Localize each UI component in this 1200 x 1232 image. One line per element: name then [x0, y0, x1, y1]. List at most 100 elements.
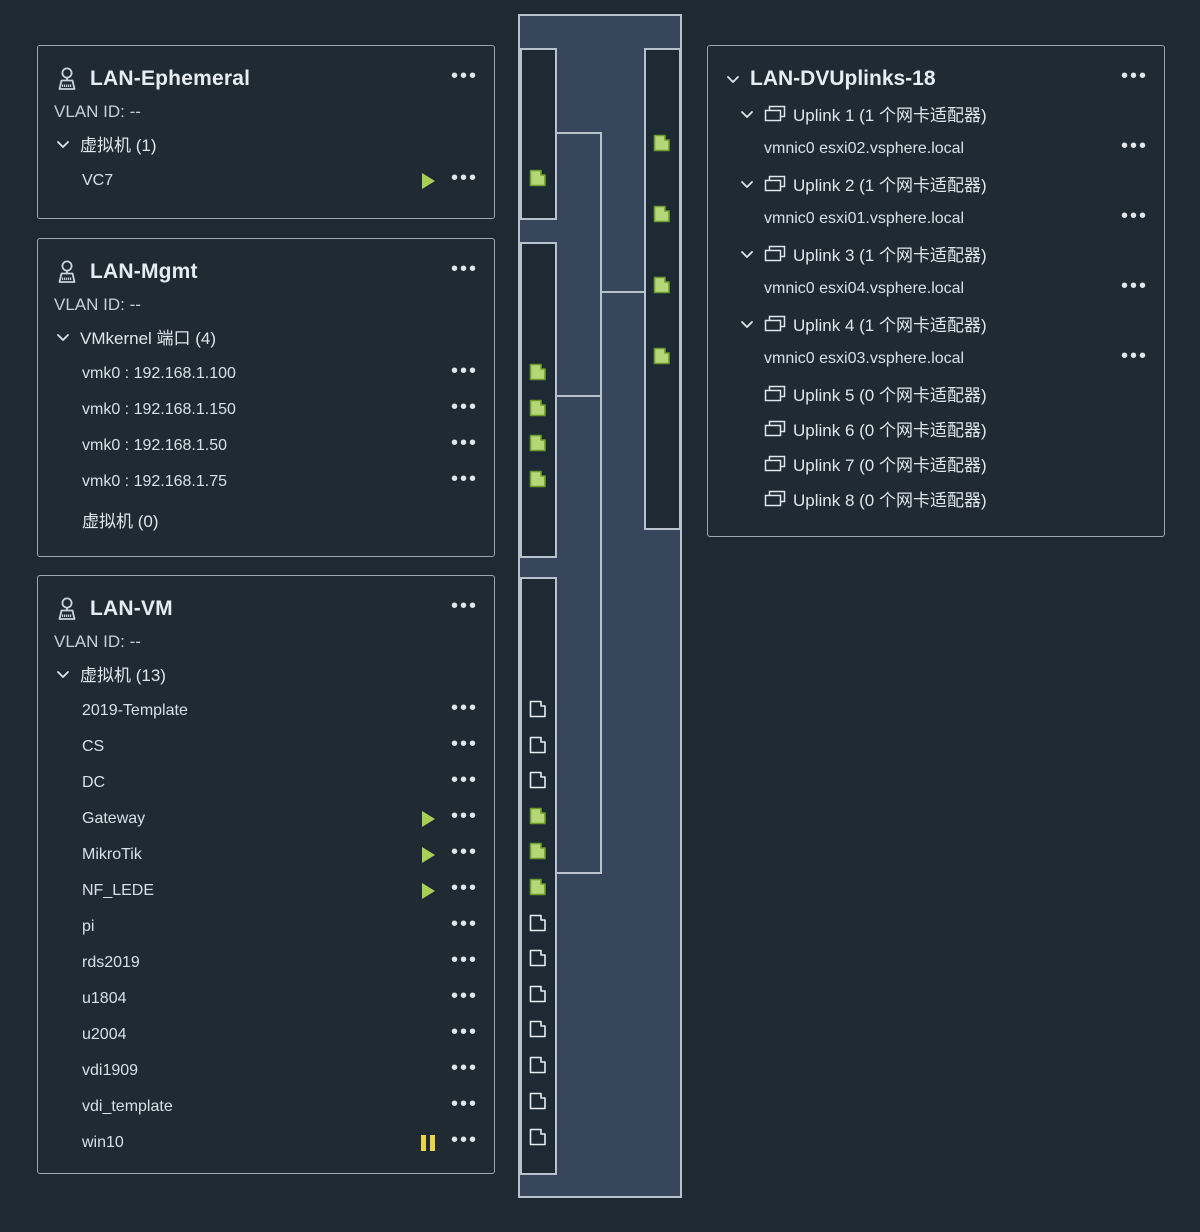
list-item-menu-button[interactable]: ••• — [450, 360, 478, 382]
list-item-menu-button[interactable]: ••• — [450, 841, 478, 863]
play-icon — [421, 173, 435, 189]
list-item[interactable]: u2004••• — [38, 1017, 494, 1053]
uplink-row[interactable]: Uplink 8 (0 个网卡适配器) — [708, 481, 1164, 516]
uplink-row[interactable]: Uplink 1 (1 个网卡适配器) — [708, 96, 1164, 131]
vmnic-row[interactable]: vmnic0 esxi02.vsphere.local ••• — [708, 131, 1164, 166]
list-item[interactable]: NF_LEDE ••• — [38, 873, 494, 909]
list-item[interactable]: vdi_template••• — [38, 1089, 494, 1125]
vmnic-row[interactable]: vmnic0 esxi04.vsphere.local••• — [708, 271, 1164, 306]
uplink-label: Uplink 4 (1 个网卡适配器) — [793, 316, 987, 335]
list-item[interactable]: vmk0 : 192.168.1.100••• — [38, 356, 494, 392]
port-group-menu-button[interactable]: ••• — [450, 595, 478, 617]
vmnic-label: vmnic0 esxi02.vsphere.local — [764, 139, 965, 157]
list-item-menu-button[interactable]: ••• — [450, 769, 478, 791]
switch-port-connected-icon — [529, 878, 547, 896]
list-item-menu-button[interactable]: ••• — [450, 877, 478, 899]
section-header[interactable]: VMkernel 端口 (4) — [38, 317, 494, 356]
chevron-down-icon[interactable] — [54, 135, 72, 153]
list-item-menu-button[interactable]: ••• — [450, 432, 478, 454]
vmnic-menu-button[interactable]: ••• — [1120, 134, 1148, 157]
list-item-menu-button[interactable]: ••• — [450, 697, 478, 719]
section-label: 虚拟机 (13) — [80, 666, 166, 685]
list-item-menu-button[interactable]: ••• — [450, 805, 478, 827]
list-item-menu-button[interactable]: ••• — [450, 167, 478, 189]
switch-port-empty-icon — [529, 1056, 547, 1074]
list-item-state: ••• — [449, 1092, 480, 1122]
switch-port-empty-icon — [529, 700, 547, 718]
port-group-menu-button[interactable]: ••• — [450, 65, 478, 87]
chevron-down-icon[interactable] — [724, 70, 742, 88]
switch-port-connected-icon — [529, 169, 547, 187]
list-item-state: ••• — [420, 1128, 480, 1158]
uplink-row[interactable]: Uplink 3 (1 个网卡适配器) — [708, 236, 1164, 271]
section-header[interactable]: 虚拟机 (13) — [38, 654, 494, 693]
pause-icon — [420, 1135, 435, 1151]
list-item-menu-button[interactable]: ••• — [450, 468, 478, 490]
list-item-menu-button[interactable]: ••• — [450, 985, 478, 1007]
vmnic-menu-button[interactable]: ••• — [1120, 274, 1148, 297]
list-item[interactable]: vmk0 : 192.168.1.50 ••• — [38, 428, 494, 464]
uplink-row[interactable]: Uplink 6 (0 个网卡适配器) — [708, 411, 1164, 446]
list-item[interactable]: 2019-Template••• — [38, 693, 494, 729]
uplink-label: Uplink 7 (0 个网卡适配器) — [793, 456, 987, 475]
list-item-state: ••• — [449, 1056, 480, 1086]
list-item-menu-button[interactable]: ••• — [450, 1021, 478, 1043]
list-item-state: ••• — [449, 359, 480, 389]
section-header[interactable]: 虚拟机 (1) — [38, 124, 494, 163]
chevron-down-icon[interactable] — [54, 665, 72, 683]
list-item[interactable]: pi••• — [38, 909, 494, 945]
list-item-menu-button[interactable]: ••• — [450, 733, 478, 755]
list-item[interactable]: MikroTik••• — [38, 837, 494, 873]
switch-port-empty-icon — [529, 736, 547, 754]
vlan-id-label: VLAN ID: -- — [54, 632, 141, 651]
chevron-down-icon[interactable] — [738, 245, 756, 263]
list-item-menu-button[interactable]: ••• — [450, 1057, 478, 1079]
uplinks-panel-menu-button[interactable]: ••• — [1120, 65, 1148, 87]
switch-port-empty-icon — [529, 985, 547, 1003]
list-item-label: NF_LEDE — [82, 882, 155, 899]
list-item[interactable]: CS••• — [38, 729, 494, 765]
vmnic-row[interactable]: vmnic0 esxi01.vsphere.local••• — [708, 201, 1164, 236]
port-group-card: LAN-VM•••VLAN ID: --虚拟机 (13)2019-Templat… — [37, 575, 495, 1174]
chevron-down-icon[interactable] — [54, 328, 72, 346]
list-item-label: vmk0 : 192.168.1.50 — [82, 437, 227, 454]
chevron-down-icon[interactable] — [738, 315, 756, 333]
list-item[interactable]: Gateway ••• — [38, 801, 494, 837]
list-item[interactable]: DC••• — [38, 765, 494, 801]
list-item[interactable]: vmk0 : 192.168.1.75••• — [38, 464, 494, 500]
uplink-port-connected-icon — [653, 276, 671, 294]
list-item-menu-button[interactable]: ••• — [450, 1129, 478, 1151]
list-item[interactable]: u1804••• — [38, 981, 494, 1017]
list-item-menu-button[interactable]: ••• — [450, 1093, 478, 1115]
list-item-state: ••• — [449, 732, 480, 762]
vmnic-menu-button[interactable]: ••• — [1120, 344, 1148, 367]
chevron-down-icon[interactable] — [738, 175, 756, 193]
chevron-down-icon[interactable] — [738, 105, 756, 123]
vmnic-menu-button[interactable]: ••• — [1120, 204, 1148, 227]
list-item[interactable]: rds2019••• — [38, 945, 494, 981]
list-item-label: Gateway — [82, 810, 146, 827]
list-item-menu-button[interactable]: ••• — [450, 396, 478, 418]
port-group-menu-button[interactable]: ••• — [450, 258, 478, 280]
switch-port-empty-icon — [529, 914, 547, 932]
vlan-id-label: VLAN ID: -- — [54, 102, 141, 121]
list-item[interactable]: vmk0 : 192.168.1.150••• — [38, 392, 494, 428]
section-header[interactable]: 虚拟机 (0) — [38, 500, 494, 539]
list-item[interactable]: win10••• — [38, 1125, 494, 1161]
switch-port-connected-icon — [529, 807, 547, 825]
list-item-state: ••• — [449, 912, 480, 942]
vmnic-row[interactable]: vmnic0 esxi03.vsphere.local••• — [708, 341, 1164, 376]
list-item-menu-button[interactable]: ••• — [450, 949, 478, 971]
uplink-row[interactable]: Uplink 2 (1 个网卡适配器) — [708, 166, 1164, 201]
uplink-port-connected-icon — [653, 205, 671, 223]
port-group-icon — [54, 597, 80, 621]
uplink-row[interactable]: Uplink 5 (0 个网卡适配器) — [708, 376, 1164, 411]
uplink-row[interactable]: Uplink 7 (0 个网卡适配器) — [708, 446, 1164, 481]
list-item[interactable]: VC7••• — [38, 163, 494, 199]
list-item-state: ••• — [449, 1020, 480, 1050]
uplink-label: Uplink 1 (1 个网卡适配器) — [793, 106, 987, 125]
uplink-row[interactable]: Uplink 4 (1 个网卡适配器) — [708, 306, 1164, 341]
list-item[interactable]: vdi1909••• — [38, 1053, 494, 1089]
list-item-menu-button[interactable]: ••• — [450, 913, 478, 935]
